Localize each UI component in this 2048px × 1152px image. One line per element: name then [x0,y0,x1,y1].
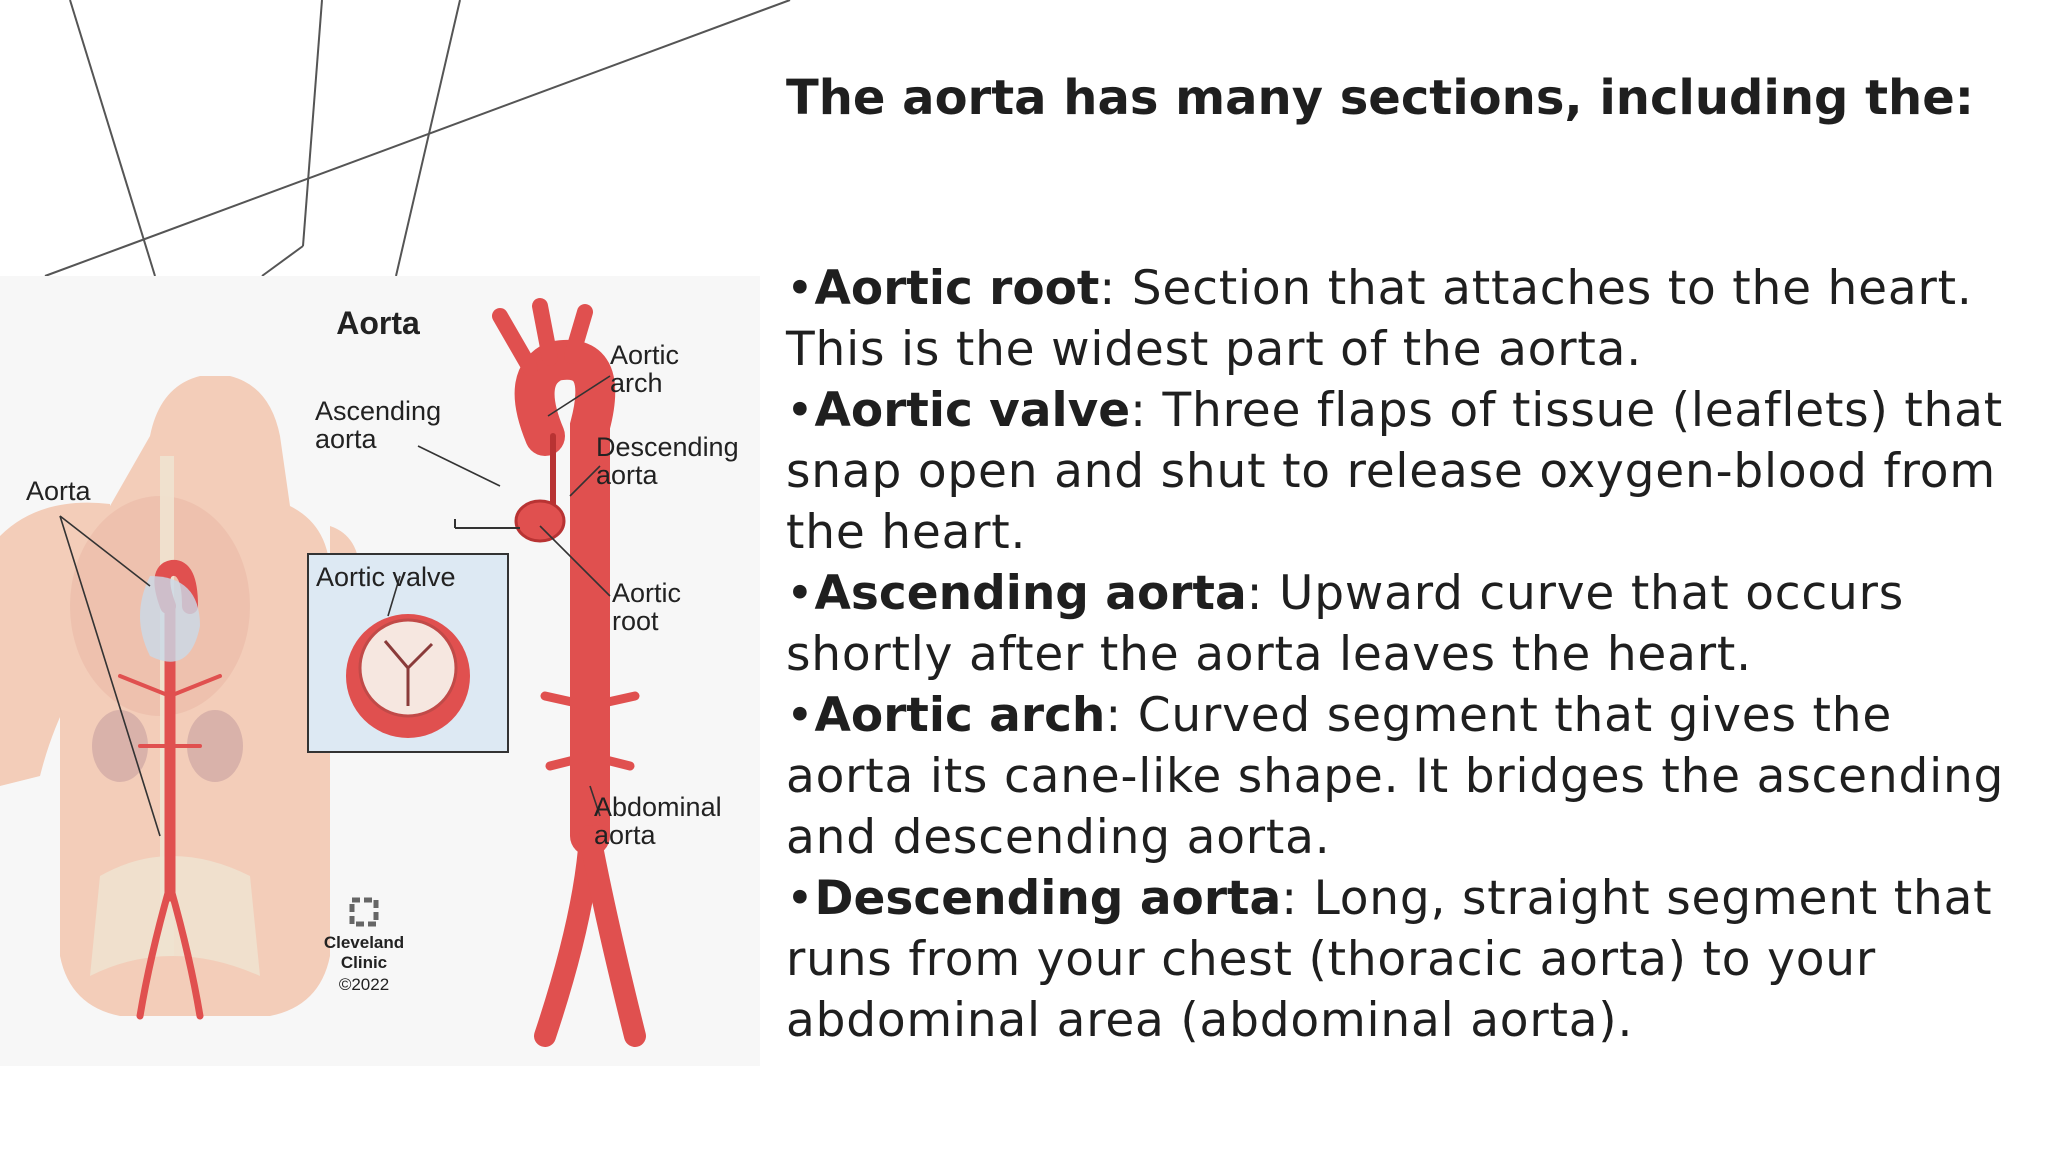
section-list: •Aortic root: Section that attaches to t… [786,258,2016,1051]
bullet-separator: : [1281,871,1298,926]
aortic-valve-inset [307,519,520,753]
label-descending-2: aorta [596,460,659,490]
list-item: •Ascending aorta: Upward curve that occu… [786,563,2016,685]
bullet-separator: : [1130,383,1147,438]
bullet-separator: : [1246,566,1264,621]
aorta-vessel [492,298,646,1047]
list-item: •Descending aorta: Long, straight segmen… [786,868,2016,1051]
credit-year: ©2022 [339,975,389,994]
bullet-text: Upward curve that occurs shortly after t… [786,566,1905,682]
bullet-text: Long, straight segment that runs from yo… [786,871,1993,1048]
slide-heading: The aorta has many sections, including t… [786,70,1974,126]
bullet-text: Curved segment that gives the aorta its … [786,688,2005,865]
credit-line1: Cleveland [324,933,404,952]
credit-line2: Clinic [341,953,387,972]
bullet-text: Section that attaches to the heart. This… [786,261,1973,377]
label-ascending-1: Ascending [315,396,441,426]
leader-lines [59,375,611,837]
bullet-marker: • [786,566,815,621]
label-aortic-valve: Aortic valve [316,562,456,592]
bullet-separator: : [1099,261,1117,316]
figure-title: Aorta [336,305,420,341]
body-silhouette [0,376,360,1016]
label-root-2: root [612,606,659,636]
bullet-term: Aortic root [814,261,1100,316]
label-root-1: Aortic [612,578,681,608]
label-arch-2: arch [610,368,663,398]
label-abdominal-2: aorta [594,820,657,850]
list-item: •Aortic root: Section that attaches to t… [786,258,2016,380]
bullet-marker: • [786,688,815,743]
list-item: •Aortic valve: Three flaps of tissue (le… [786,380,2016,563]
aorta-diagram: Aorta Aorta Ascending aorta Aortic arch … [0,276,760,1066]
label-arch-1: Aortic [610,340,679,370]
label-descending-1: Descending [596,432,739,462]
bullet-marker: • [786,383,815,438]
bullet-separator: : [1105,688,1123,743]
decorative-lines [44,0,791,277]
bullet-text: Three flaps of tissue (leaflets) that sn… [786,383,2003,560]
cleveland-clinic-logo [349,897,379,927]
bullet-term: Descending aorta [814,871,1282,926]
bullet-term: Ascending aorta [814,566,1247,621]
bullet-marker: • [786,261,815,316]
label-abdominal-1: Abdominal [594,792,722,822]
label-aorta: Aorta [26,476,92,506]
list-item: •Aortic arch: Curved segment that gives … [786,685,2016,868]
bullet-term: Aortic arch [814,688,1106,743]
label-ascending-2: aorta [315,424,378,454]
bullet-term: Aortic valve [814,383,1131,438]
bullet-marker: • [786,871,815,926]
